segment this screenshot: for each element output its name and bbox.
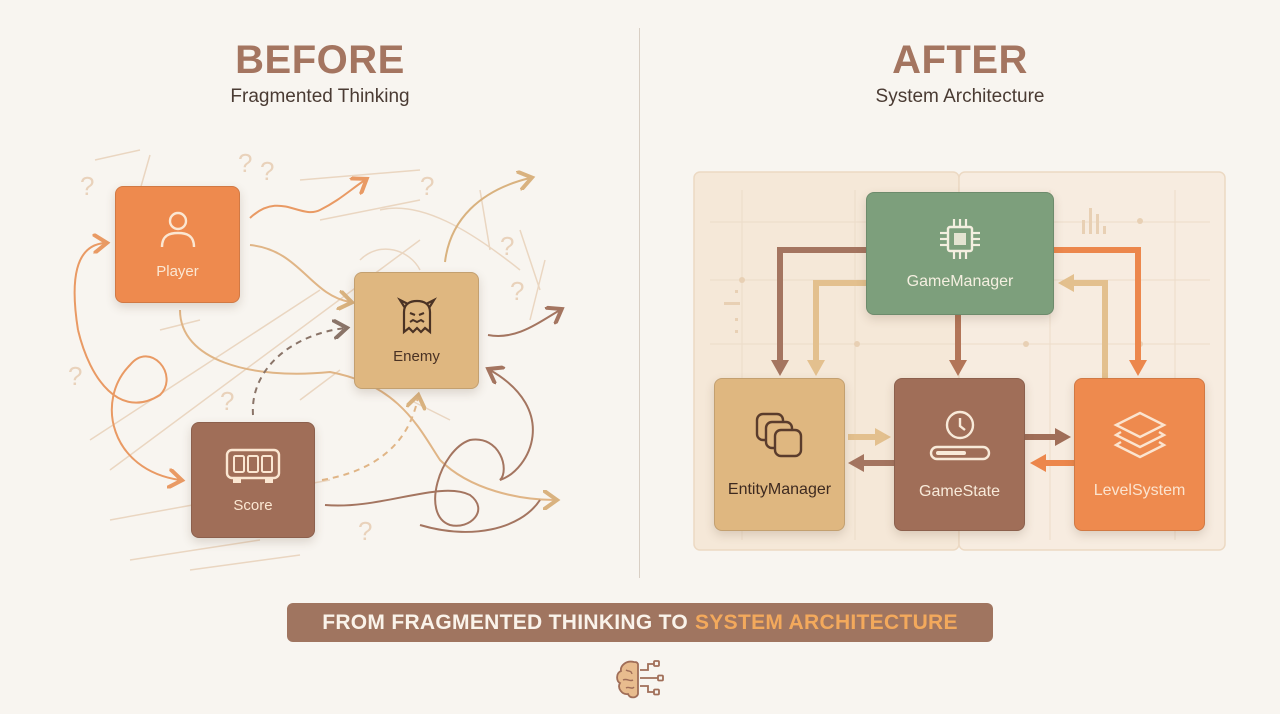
user-icon <box>160 211 195 248</box>
svg-text:?: ? <box>358 516 372 546</box>
layers-icon <box>1112 411 1167 458</box>
summary-banner: FROM FRAGMENTED THINKING TO SYSTEM ARCHI… <box>287 603 993 642</box>
player-node[interactable]: Player <box>115 186 240 303</box>
after-subtitle: System Architecture <box>875 86 1045 107</box>
section-divider <box>639 28 640 578</box>
after-title: AFTER <box>892 38 1028 82</box>
svg-text:?: ? <box>68 361 82 391</box>
monster-icon <box>396 297 437 335</box>
banner-highlight-text: SYSTEM ARCHITECTURE <box>695 610 958 634</box>
entitymanager-label: EntityManager <box>727 480 832 498</box>
score-label: Score <box>233 496 273 514</box>
svg-text:?: ? <box>238 148 252 178</box>
before-subtitle: Fragmented Thinking <box>230 86 410 107</box>
levelsystem-node[interactable]: LevelSystem <box>1074 378 1205 531</box>
gamemanager-label: GameManager <box>906 272 1014 290</box>
svg-text:?: ? <box>220 386 234 416</box>
score-node[interactable]: Score <box>191 422 315 538</box>
svg-text:?: ? <box>260 156 274 186</box>
enemy-label: Enemy <box>393 348 440 365</box>
brain-circuit-icon <box>616 660 664 699</box>
svg-text:?: ? <box>510 276 524 306</box>
levelsystem-label: LevelSystem <box>1093 481 1186 499</box>
enemy-node[interactable]: Enemy <box>354 272 479 389</box>
gamestate-node[interactable]: GameState <box>894 378 1025 531</box>
svg-text:?: ? <box>80 171 94 201</box>
gamemanager-node[interactable]: GameManager <box>866 192 1054 315</box>
clock-progress-icon <box>929 410 990 460</box>
scoreboard-icon <box>225 448 281 483</box>
gamestate-label: GameState <box>919 482 1000 500</box>
svg-text:?: ? <box>500 231 514 261</box>
chip-icon <box>940 218 980 259</box>
player-label: Player <box>156 263 199 280</box>
svg-text:?: ? <box>420 171 434 201</box>
entitymanager-node[interactable]: EntityManager <box>714 378 845 531</box>
banner-lead-text: FROM FRAGMENTED THINKING TO <box>322 610 689 634</box>
stacked-cards-icon <box>755 412 802 457</box>
before-title: BEFORE <box>235 38 405 82</box>
